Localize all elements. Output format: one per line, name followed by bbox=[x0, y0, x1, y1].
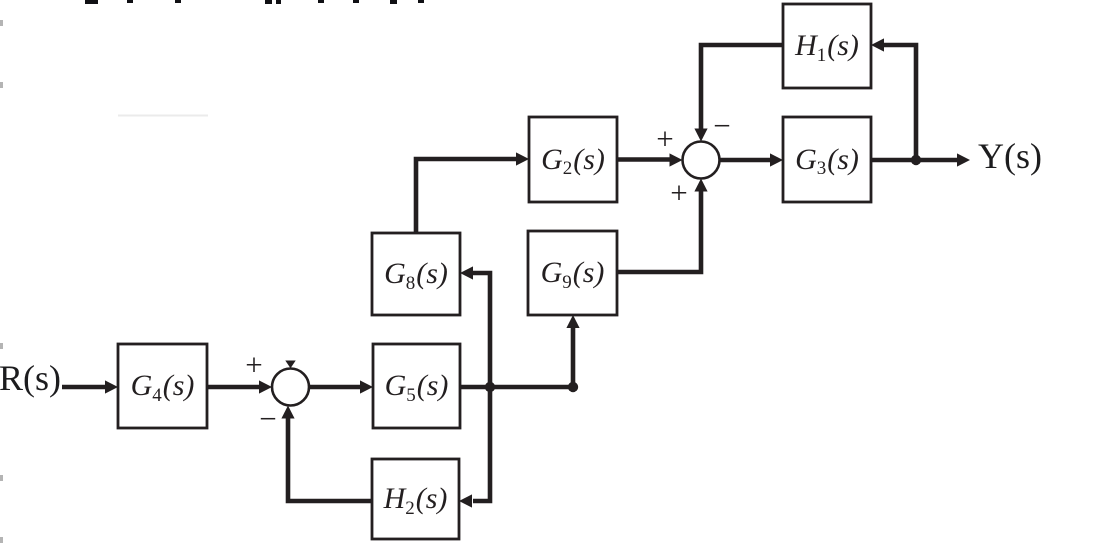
block-label-g8-subscript: 8 bbox=[405, 272, 416, 294]
block-label-g5-letter: G bbox=[384, 369, 407, 402]
arrowhead-into-sum2-bottom bbox=[694, 178, 708, 192]
arrowhead-into-g3 bbox=[770, 153, 783, 167]
block-label-h2-letter: H bbox=[383, 482, 406, 515]
block-label-h2-subscript: 2 bbox=[405, 497, 415, 519]
block-label-g2-letter: G bbox=[541, 142, 563, 176]
arrowhead-into-g9 bbox=[566, 315, 580, 328]
sum1-top-mark bbox=[285, 360, 296, 369]
block-h1-box bbox=[781, 2, 873, 90]
wire-g8-to-g2 bbox=[413, 156, 517, 233]
clipped-text-fragment bbox=[265, 0, 272, 4]
block-label-g3-arg: (s) bbox=[827, 142, 859, 176]
wire-h2-feedback-sum1 bbox=[285, 417, 373, 504]
wire-h1-to-sum2 bbox=[698, 42, 783, 129]
clipped-text-fragment bbox=[418, 0, 424, 3]
wire-output-takeoff-h1 bbox=[883, 42, 919, 160]
block-label-g2-subscript: 2 bbox=[562, 158, 573, 179]
arrowhead-into-g2 bbox=[516, 152, 529, 166]
sum2-plus-bottom-sign: + bbox=[670, 174, 688, 210]
output-signal-label: Y(s) bbox=[978, 136, 1042, 176]
takeoff-dot-output bbox=[910, 154, 922, 166]
summing-junction-1 bbox=[270, 367, 311, 407]
branch-dot-g9-tap bbox=[567, 381, 579, 393]
block-g9-box bbox=[526, 229, 619, 317]
block-label-g9-arg: (s) bbox=[572, 256, 605, 289]
arrowhead-into-sum2-left bbox=[669, 153, 683, 167]
block-label-h1-subscript: 1 bbox=[816, 44, 827, 66]
block-g4-box bbox=[116, 342, 209, 430]
sum1-minus-sign: − bbox=[259, 400, 277, 436]
summing-junction-2 bbox=[681, 140, 721, 180]
arrowhead-into-h2 bbox=[459, 494, 472, 508]
arrowhead-into-sum1 bbox=[259, 380, 272, 394]
arrowhead-into-sum2-top bbox=[694, 128, 708, 142]
page-edge-tick bbox=[0, 475, 3, 481]
block-label-g9-subscript: 9 bbox=[562, 271, 572, 293]
block-label-g5-subscript: 5 bbox=[406, 384, 416, 406]
clipped-text-fragment bbox=[276, 0, 281, 4]
block-g8-box bbox=[370, 231, 462, 317]
block-label-g3-letter: G bbox=[795, 142, 817, 176]
input-signal-label: R(s) bbox=[0, 358, 61, 398]
block-g2-box bbox=[527, 115, 619, 204]
sum2-minus-top-sign: − bbox=[713, 107, 731, 143]
block-label-g4-letter: G bbox=[130, 369, 153, 402]
block-label-g4-subscript: 4 bbox=[152, 384, 162, 406]
block-g3-box bbox=[781, 115, 873, 204]
wire-g9-to-sum2 bbox=[617, 190, 704, 275]
branch-dot-g5-output bbox=[484, 381, 496, 393]
block-label-g4-arg: (s) bbox=[162, 369, 195, 402]
block-label-g2-arg: (s) bbox=[573, 142, 605, 176]
block-label-h2-arg: (s) bbox=[415, 482, 448, 515]
clipped-text-fragment bbox=[390, 0, 397, 4]
block-label-g3-subscript: 3 bbox=[816, 158, 827, 179]
clipped-text-fragment bbox=[353, 0, 359, 3]
block-label-g8-letter: G bbox=[384, 257, 406, 290]
sum1-plus-sign: + bbox=[245, 346, 263, 382]
clipped-text-fragment bbox=[85, 0, 98, 4]
ghost-line-artifact bbox=[118, 114, 208, 117]
block-h2-box bbox=[370, 457, 461, 541]
block-label-g5-arg: (s) bbox=[416, 369, 449, 402]
block-g5-box bbox=[371, 342, 462, 430]
block-label-h1-arg: (s) bbox=[827, 29, 859, 62]
arrowhead-into-h1 bbox=[871, 38, 884, 52]
clipped-text-fragment bbox=[318, 0, 324, 3]
sum2-plus-left-sign: + bbox=[656, 120, 674, 156]
arrowhead-to-output bbox=[957, 153, 970, 167]
page-edge-tick bbox=[0, 82, 3, 88]
page-edge-tick bbox=[0, 537, 3, 543]
arrowhead-into-g4 bbox=[105, 380, 118, 394]
clipped-text-fragment bbox=[127, 0, 133, 3]
arrowhead-into-sum1-bottom bbox=[281, 405, 295, 419]
arrowhead-into-g8 bbox=[460, 266, 473, 280]
arrowhead-into-g5 bbox=[360, 380, 373, 394]
clipped-text-fragment bbox=[175, 0, 181, 3]
page-edge-tick bbox=[0, 20, 3, 26]
block-label-g9-letter: G bbox=[540, 256, 563, 289]
page-edge-tick bbox=[0, 343, 3, 349]
block-label-h1-letter: H bbox=[795, 29, 817, 62]
block-label-g8-arg: (s) bbox=[416, 257, 448, 290]
